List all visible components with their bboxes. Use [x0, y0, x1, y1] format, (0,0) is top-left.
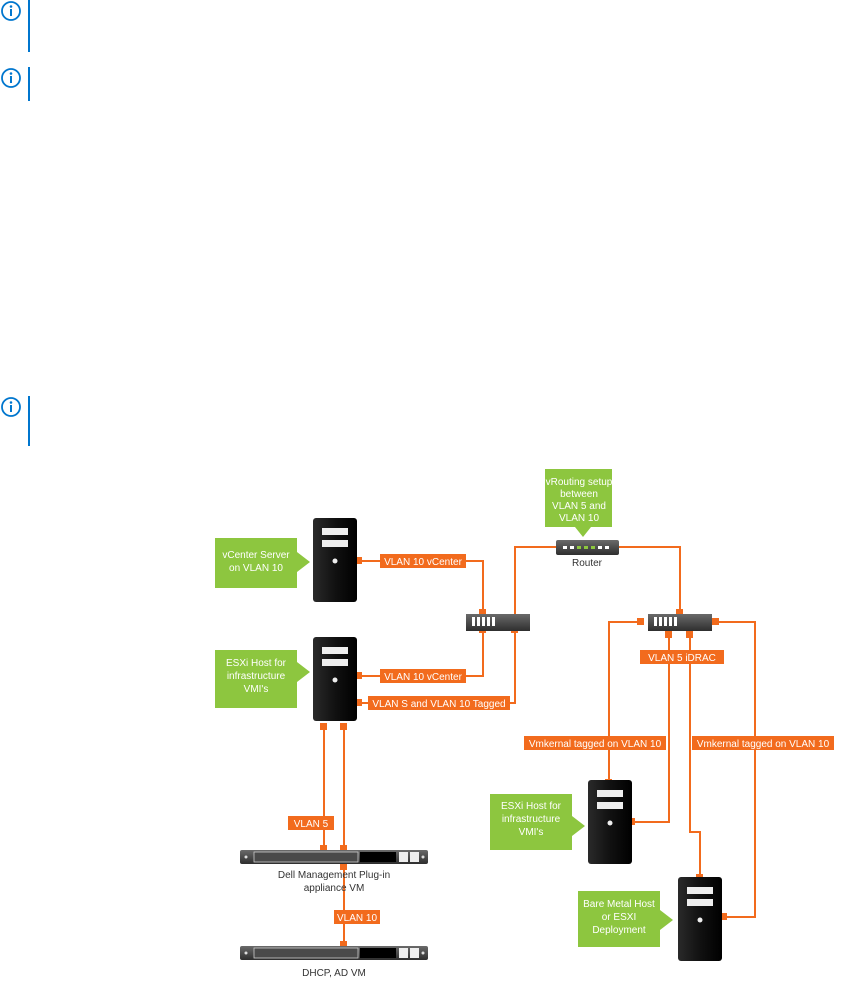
callout-vrouting-line-3: VLAN 5 and	[552, 501, 606, 512]
dhcp-caption: DHCP, AD VM	[302, 968, 366, 979]
svg-text:VLAN 10 vCenter: VLAN 10 vCenter	[384, 557, 462, 568]
link-label-vmkernel-right: Vmkernal tagged on VLAN 10	[692, 736, 834, 750]
callout-esxi-left-line-3: VMI's	[244, 684, 269, 695]
callout-vrouting-line-2: between	[560, 489, 598, 500]
callout-vcenter: vCenter Server on VLAN 10	[215, 538, 310, 588]
callout-bare-metal-line-3: Deployment	[592, 925, 646, 936]
callout-esxi-right-line-1: ESXi Host for	[501, 801, 562, 812]
callout-esxi-right: ESXi Host for infrastructure VMI's	[490, 794, 585, 850]
link-label-vlan5-vlan10-tagged: VLAN S and VLAN 10 Tagged	[368, 696, 510, 710]
callout-esxi-left-line-2: infrastructure	[227, 671, 286, 682]
svg-text:Vmkernal tagged on VLAN 10: Vmkernal tagged on VLAN 10	[529, 739, 662, 750]
callout-vrouting-line-1: vRouting setup	[546, 477, 613, 488]
callout-esxi-left: ESXi Host for infrastructure VMI's	[215, 650, 310, 708]
link-label-vlan5-idrac: VLAN 5 iDRAC	[640, 650, 724, 664]
link-label-vlan10: VLAN 10	[334, 910, 380, 924]
link-label-vmkernel-left: Vmkernal tagged on VLAN 10	[524, 736, 666, 750]
note-1	[0, 0, 40, 52]
info-icon	[1, 397, 21, 417]
switch-left	[466, 614, 530, 631]
callout-esxi-right-line-2: infrastructure	[502, 814, 561, 825]
server-esxi-left	[313, 637, 357, 721]
dell-plugin-caption-line-1: Dell Management Plug-in	[278, 870, 390, 881]
appliance-dell-plugin	[240, 850, 428, 864]
appliance-dhcp	[240, 946, 428, 960]
callout-esxi-left-line-1: ESXi Host for	[226, 658, 287, 669]
server-bare-metal	[678, 877, 722, 961]
callout-vcenter-line-2: on VLAN 10	[229, 563, 283, 574]
server-vcenter	[313, 518, 357, 602]
router	[556, 540, 619, 555]
note-2	[0, 67, 40, 101]
callout-vcenter-line-1: vCenter Server	[222, 550, 290, 561]
svg-text:VLAN 5: VLAN 5	[294, 819, 329, 830]
svg-text:VLAN S and VLAN 10 Tagged: VLAN S and VLAN 10 Tagged	[372, 699, 505, 710]
callout-esxi-right-line-3: VMI's	[519, 827, 544, 838]
dell-plugin-caption-line-2: appliance VM	[304, 883, 365, 894]
info-icon	[1, 1, 21, 21]
callout-vrouting-line-4: VLAN 10	[559, 513, 599, 524]
server-esxi-right	[588, 780, 632, 864]
info-icon	[1, 68, 21, 88]
svg-text:VLAN 10: VLAN 10	[337, 913, 377, 924]
switch-right	[648, 614, 712, 631]
router-caption: Router	[572, 558, 603, 569]
link-label-vlan10-vcenter-mid: VLAN 10 vCenter	[380, 669, 466, 683]
note-3	[0, 396, 40, 446]
callout-vrouting: vRouting setup between VLAN 5 and VLAN 1…	[545, 469, 613, 537]
svg-text:VLAN 10 vCenter: VLAN 10 vCenter	[384, 672, 462, 683]
link-label-vlan5: VLAN 5	[288, 816, 334, 830]
svg-text:Vmkernal tagged on VLAN 10: Vmkernal tagged on VLAN 10	[697, 739, 830, 750]
svg-text:VLAN 5 iDRAC: VLAN 5 iDRAC	[648, 653, 716, 664]
link-label-vlan10-vcenter-top: VLAN 10 vCenter	[380, 554, 466, 568]
callout-bare-metal-line-2: or ESXI	[602, 912, 636, 923]
callout-bare-metal-line-1: Bare Metal Host	[583, 899, 655, 910]
callout-bare-metal: Bare Metal Host or ESXI Deployment	[578, 891, 673, 947]
